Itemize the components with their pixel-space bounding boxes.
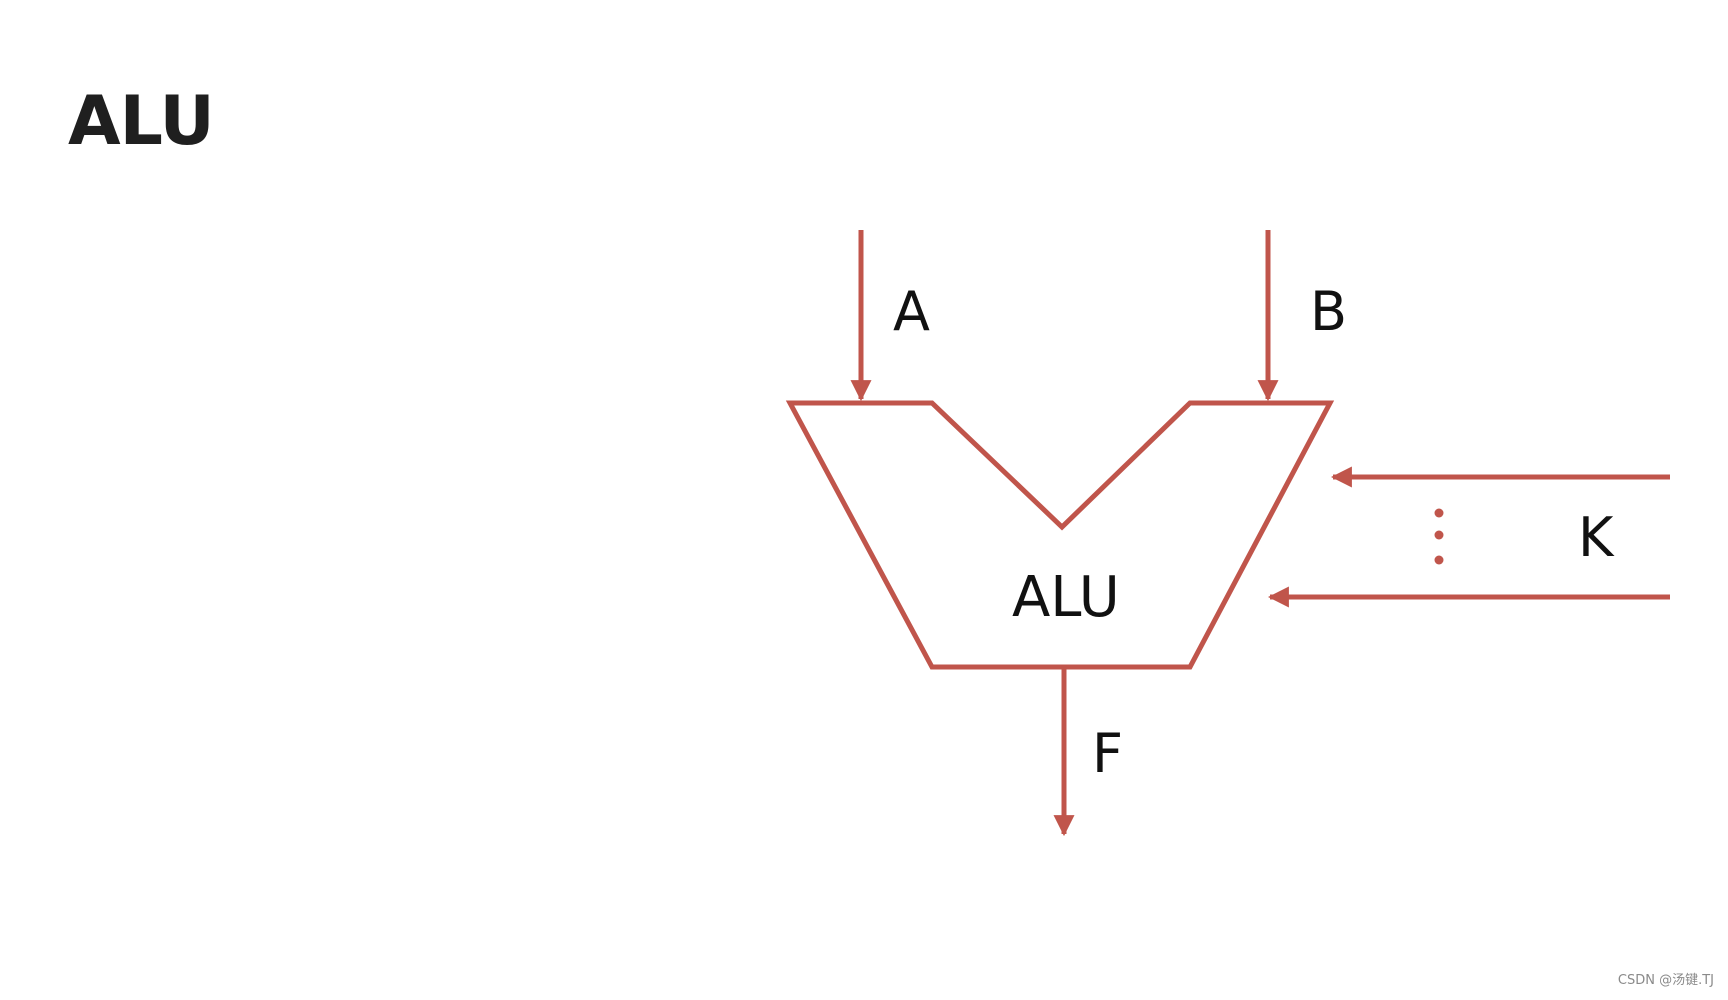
control-k-label: K — [1578, 506, 1615, 569]
input-b-label: B — [1310, 280, 1347, 343]
vertical-ellipsis-icon — [1434, 508, 1444, 565]
watermark-text: CSDN @汤键.TJ — [1617, 973, 1714, 988]
alu-unit-label: ALU — [1012, 565, 1120, 630]
input-a-label: A — [893, 280, 930, 343]
alu-body-outline — [785, 400, 1335, 670]
page-title: ALU — [68, 82, 215, 161]
output-f-label: F — [1092, 722, 1123, 785]
